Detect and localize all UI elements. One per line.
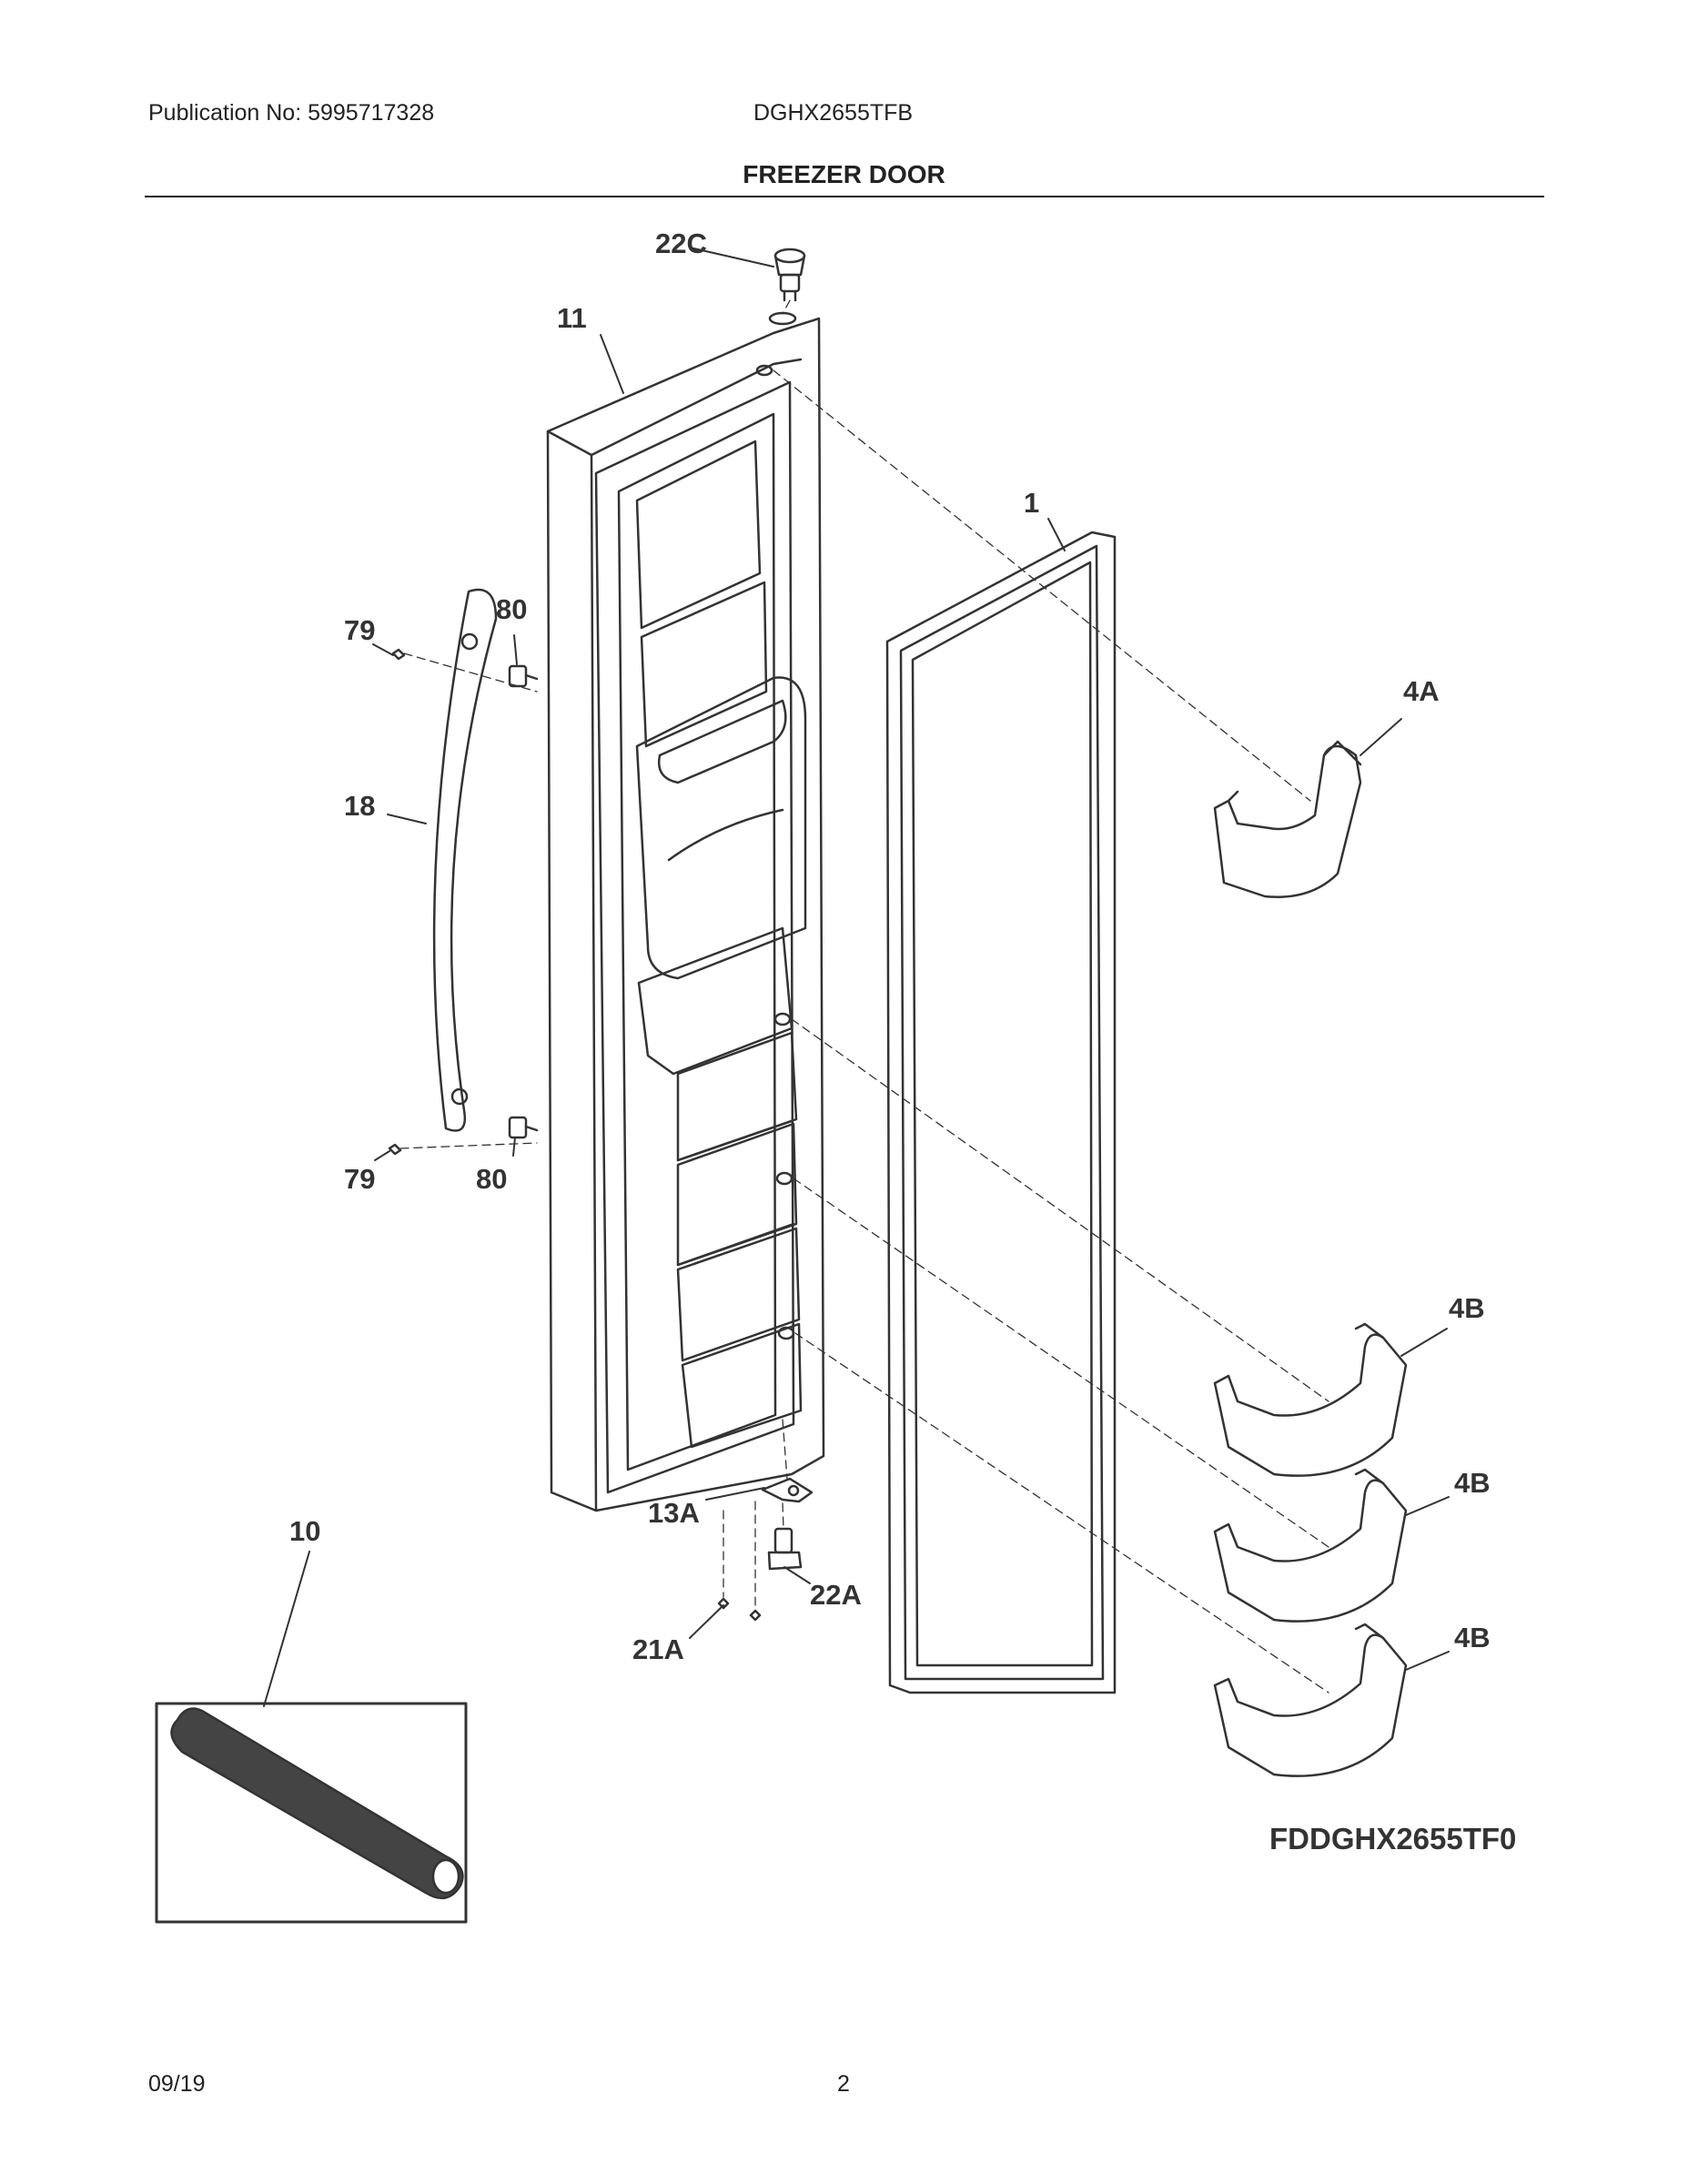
page-title: FREEZER DOOR — [743, 160, 945, 188]
part-22c-hinge-bushing — [773, 248, 806, 302]
part-4b-door-bin-1 — [1213, 1322, 1408, 1477]
callout-13a: 13A — [648, 1497, 700, 1529]
callout-22c: 22C — [655, 228, 707, 259]
part-4a-door-bin — [1213, 740, 1362, 898]
model-number: DGHX2655TFB — [753, 100, 914, 126]
part-13a-hinge-bracket — [761, 1477, 814, 1503]
part-21a-screws — [717, 1597, 762, 1622]
callout-4b-1: 4B — [1449, 1292, 1485, 1324]
assembly-guides — [399, 299, 1329, 1694]
part-10-box — [155, 1702, 468, 1924]
header-rule — [145, 196, 1544, 197]
leader-lines — [263, 247, 1450, 1707]
part-22a-hinge-pin — [767, 1527, 803, 1571]
callout-80-bottom: 80 — [476, 1163, 508, 1195]
part-18-handle — [432, 588, 498, 1132]
callout-4b-2: 4B — [1454, 1467, 1491, 1499]
callout-79-bottom: 79 — [344, 1163, 376, 1195]
callout-80-top: 80 — [496, 593, 528, 625]
callout-22a: 22A — [810, 1579, 862, 1611]
callout-4a: 4A — [1403, 675, 1440, 707]
part-80-studs — [508, 664, 539, 1139]
callout-4b-3: 4B — [1454, 1622, 1491, 1653]
figure-code: FDDGHX2655TF0 — [1269, 1822, 1517, 1855]
page-number: 2 — [837, 2071, 850, 2097]
part-4b-door-bin-2 — [1213, 1468, 1408, 1623]
callout-11: 11 — [557, 302, 587, 334]
part-11-door-liner — [546, 311, 825, 1512]
part-1-door-gasket — [885, 531, 1117, 1694]
callout-10: 10 — [289, 1515, 321, 1547]
callout-21a: 21A — [632, 1633, 684, 1665]
part-79-screws — [388, 648, 406, 1156]
callout-18: 18 — [344, 790, 376, 822]
publication-number: Publication No: 5995717328 — [148, 100, 435, 126]
footer-date: 09/19 — [148, 2071, 206, 2097]
part-4b-door-bin-3 — [1213, 1623, 1408, 1777]
callout-79-top: 79 — [344, 614, 376, 646]
callout-1: 1 — [1024, 487, 1040, 519]
